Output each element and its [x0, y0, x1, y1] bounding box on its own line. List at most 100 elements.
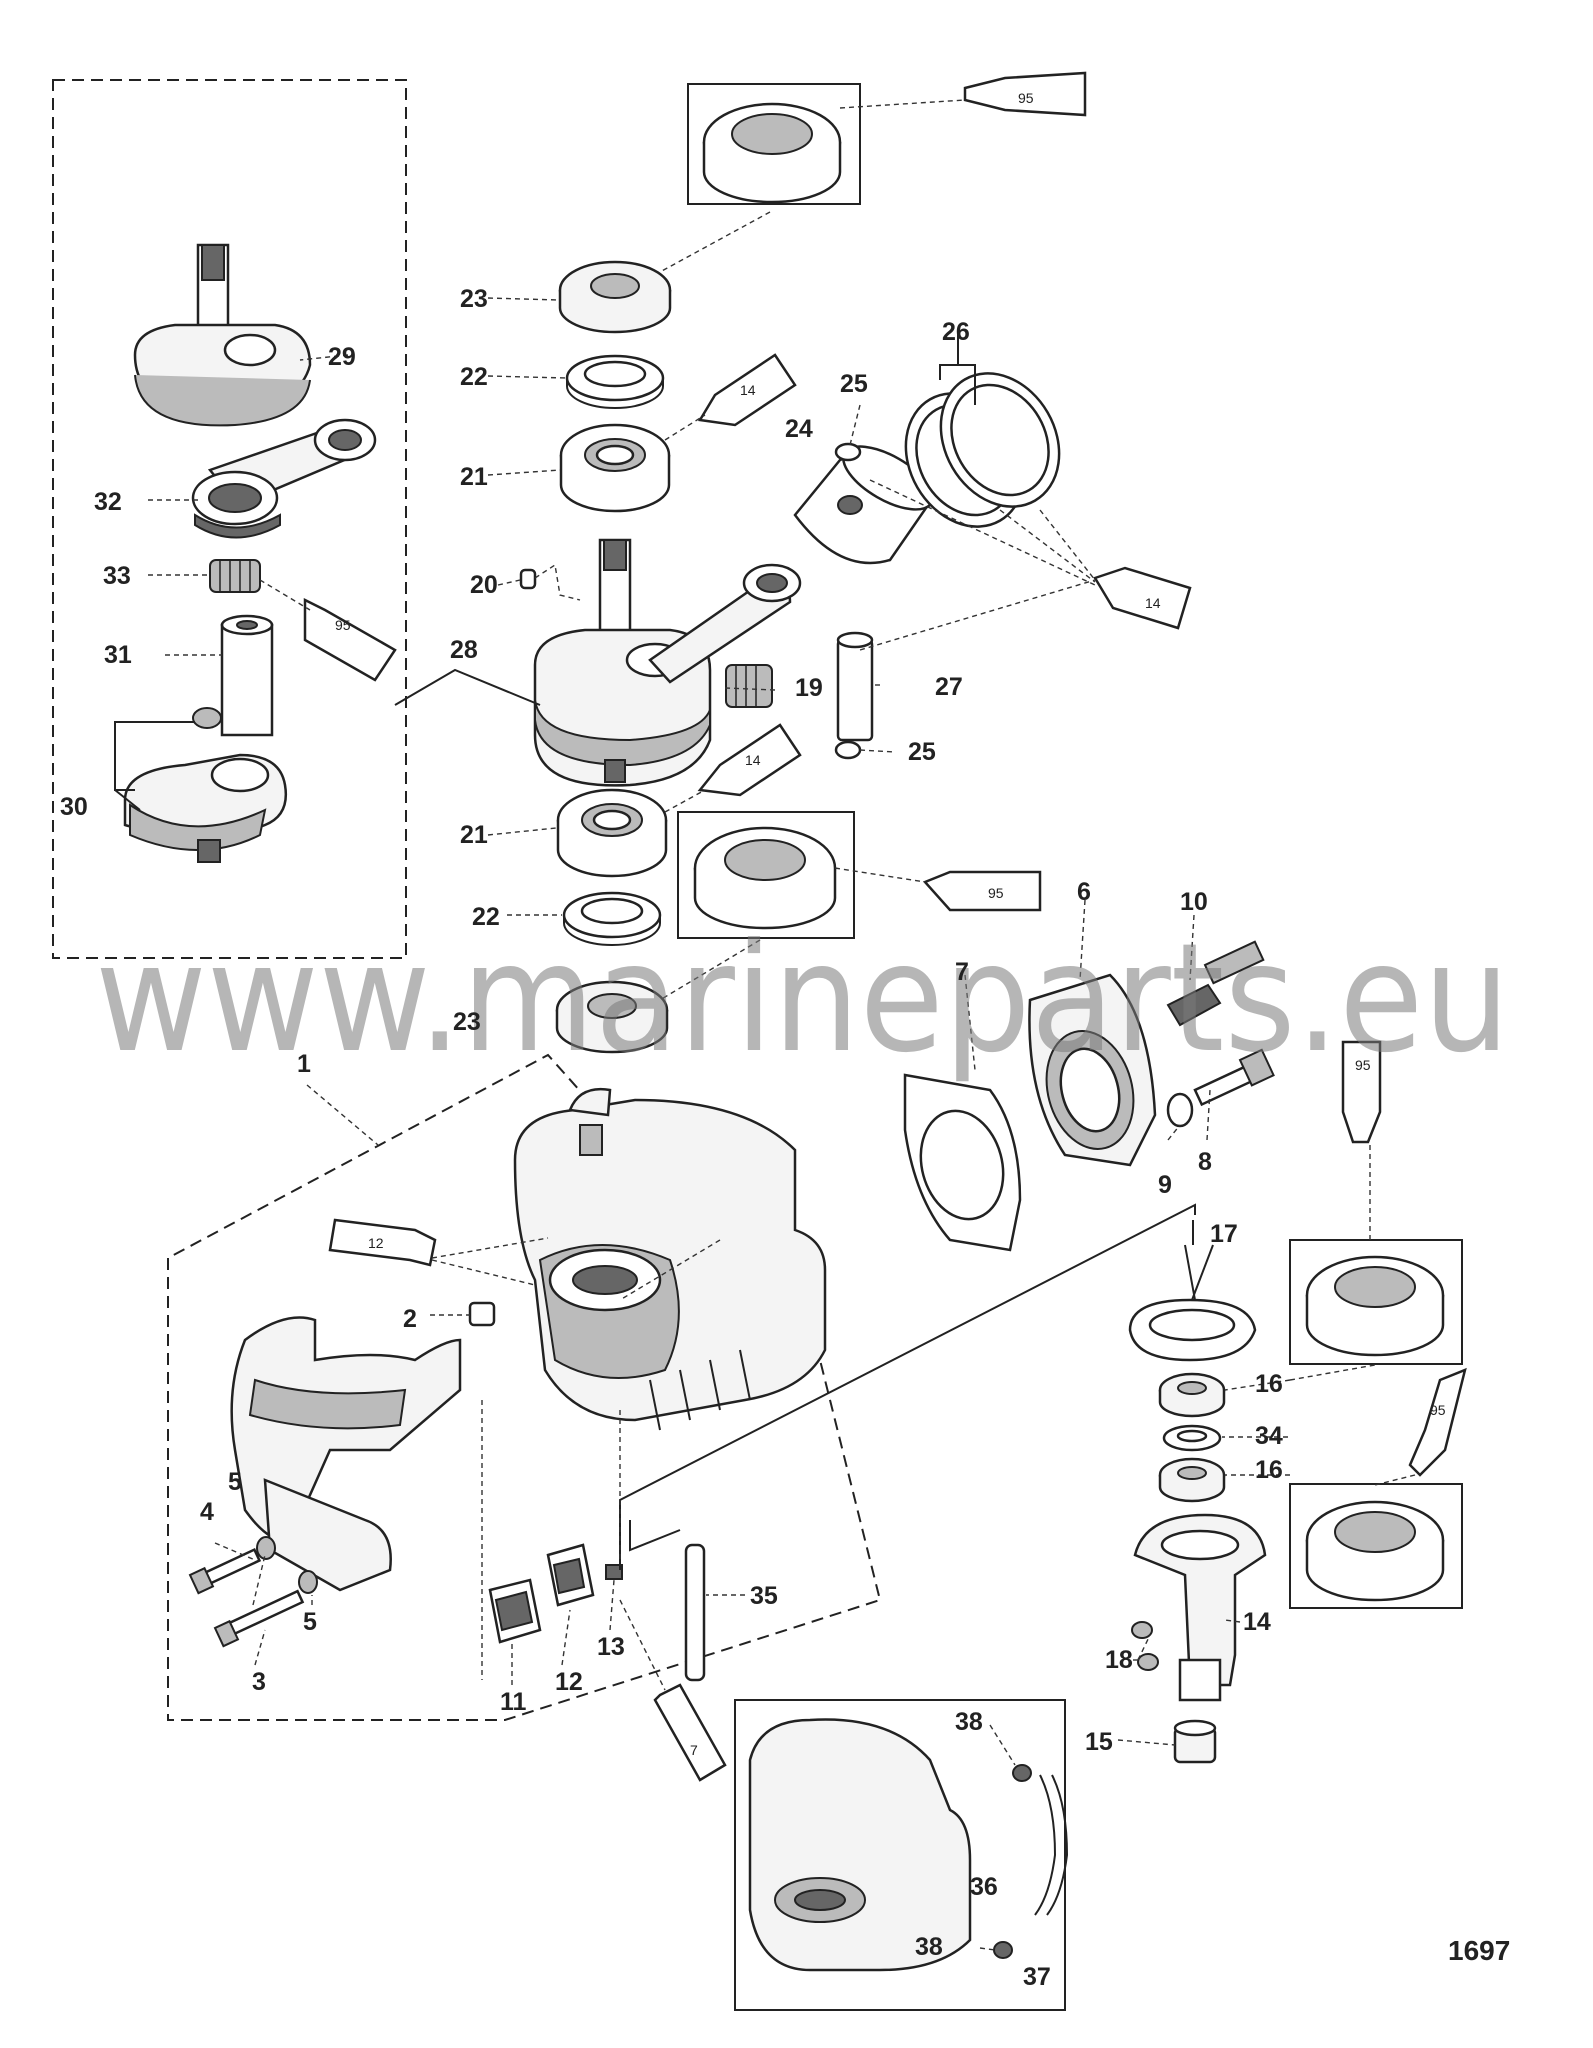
cylinder-block-1: [513, 1087, 827, 1431]
key-20: [519, 568, 537, 590]
seal-23-bottom: [555, 980, 669, 1054]
callout-19: 19: [795, 674, 823, 702]
wrist-pin-27: [836, 631, 874, 742]
crankshaft-assembly-28: [533, 538, 802, 787]
svg-text:95: 95: [988, 885, 1004, 901]
watermark: www.marineparts.eu: [95, 912, 1510, 1086]
callout-12: 12: [555, 1668, 583, 1696]
callout-38b: 38: [915, 1933, 943, 1961]
spark-plug-10: [1166, 940, 1265, 1027]
sealant-tube-14-right: 14: [1093, 566, 1192, 630]
crankcase-cover: [230, 1316, 462, 1592]
callout-7: 7: [955, 958, 969, 986]
sealant-tube-95-left: 95: [303, 597, 397, 682]
ball-bearing-21-top: [559, 423, 671, 513]
fitting-13: [605, 1564, 623, 1580]
callout-36: 36: [970, 1873, 998, 1901]
seal-detail-box-top: [687, 83, 861, 205]
sealant-tube-14-a: 14: [697, 353, 797, 427]
callout-3: 3: [252, 1668, 266, 1696]
callout-11: 11: [500, 1688, 527, 1716]
callout-31: 31: [104, 641, 132, 669]
callout-6: 6: [1077, 878, 1091, 906]
callout-30: 30: [60, 793, 88, 821]
connecting-rod-32: [191, 418, 377, 539]
crankpin-31: [220, 614, 274, 737]
sealant-tube-95-mid: 95: [922, 870, 1042, 912]
callout-15: 15: [1085, 1728, 1113, 1756]
piston-24: [793, 445, 937, 565]
cylinder-block-dashed-outline: [167, 1053, 882, 1721]
screws-3-4-washers-5: [188, 1536, 318, 1648]
svg-text:14: 14: [740, 382, 756, 398]
seal-detail-box-right-2: [1289, 1483, 1463, 1609]
callout-18: 18: [1105, 1646, 1133, 1674]
plug-2: [468, 1301, 496, 1327]
callout-38a: 38: [955, 1708, 983, 1736]
seal-carrier-17: [1128, 1298, 1257, 1362]
sealant-tube-95-top: 95: [963, 71, 1087, 117]
sealant-tube-95-r2: 95: [1408, 1367, 1467, 1477]
ball-bearing-21-bottom: [556, 788, 668, 878]
callout-24: 24: [785, 415, 813, 443]
gasket-7: [903, 1073, 1022, 1252]
callout-35: 35: [750, 1582, 778, 1610]
callout-labels: 1 2 3 4 5 5 6 7 8 9 10 11 12 13 14 15 16…: [60, 285, 1283, 1991]
callout-16a: 16: [1255, 1370, 1283, 1398]
callout-5b: 5: [303, 1608, 317, 1636]
callout-21b: 21: [460, 821, 488, 849]
callout-1: 1: [297, 1050, 311, 1078]
svg-text:12: 12: [368, 1235, 384, 1251]
callout-27: 27: [935, 673, 963, 701]
sealant-tube-12: 12: [328, 1218, 437, 1267]
bushing-15: [1173, 1719, 1217, 1764]
crankshaft-kit-dashed-box: [52, 79, 407, 959]
crankshaft-upper-half: [133, 243, 312, 427]
callout-10: 10: [1180, 888, 1208, 916]
dowel-pin-35: [684, 1543, 706, 1682]
cylinder-head-6: [1028, 973, 1157, 1167]
callout-23a: 23: [460, 285, 488, 313]
callout-9: 9: [1158, 1171, 1172, 1199]
svg-text:14: 14: [745, 752, 761, 768]
callout-16b: 16: [1255, 1456, 1283, 1484]
callout-22a: 22: [460, 363, 488, 391]
callout-5: 5: [228, 1468, 242, 1496]
callout-26: 26: [942, 318, 970, 346]
svg-text:95: 95: [335, 617, 351, 633]
svg-text:95: 95: [1018, 90, 1034, 106]
callout-22b: 22: [472, 903, 500, 931]
bolt-8-and-washer-9: [1166, 1048, 1275, 1128]
crankshaft-lower-half-30: [123, 707, 288, 863]
callout-28: 28: [450, 636, 478, 664]
callout-25b: 25: [908, 738, 936, 766]
callout-14: 14: [1243, 1608, 1271, 1636]
callout-13: 13: [597, 1633, 625, 1661]
seal-detail-box-mid: [677, 811, 855, 939]
seal-23-top: [558, 260, 672, 334]
svg-text:95: 95: [1430, 1402, 1446, 1418]
leader-lines: [114, 99, 1416, 1951]
lower-seal-housing-14: [1133, 1513, 1267, 1702]
needle-bearing-19: [725, 664, 773, 708]
needle-bearing-33: [209, 559, 261, 593]
callout-21a: 21: [460, 463, 488, 491]
spacer-22-bottom: [562, 891, 662, 946]
screws-18: [1131, 1621, 1159, 1671]
svg-text:95: 95: [1355, 1057, 1371, 1073]
sealant-tube-95-r1: 95: [1341, 1040, 1382, 1144]
spacer-22-top: [565, 354, 665, 409]
piston-rings-26: [904, 372, 1061, 528]
callout-4: 4: [200, 1498, 214, 1526]
reed-plate-11-and-reed-12: [488, 1543, 595, 1644]
callout-23b: 23: [453, 1008, 481, 1036]
callout-34: 34: [1255, 1422, 1283, 1450]
seal-detail-box-right-1: [1289, 1239, 1463, 1365]
callout-32: 32: [94, 488, 122, 516]
seals-16-and-spacer-34: [1158, 1372, 1226, 1503]
retaining-rings-25: [834, 442, 862, 760]
sealant-tube-7: 7: [653, 1683, 727, 1782]
callout-8: 8: [1198, 1148, 1212, 1176]
callout-25a: 25: [840, 370, 868, 398]
